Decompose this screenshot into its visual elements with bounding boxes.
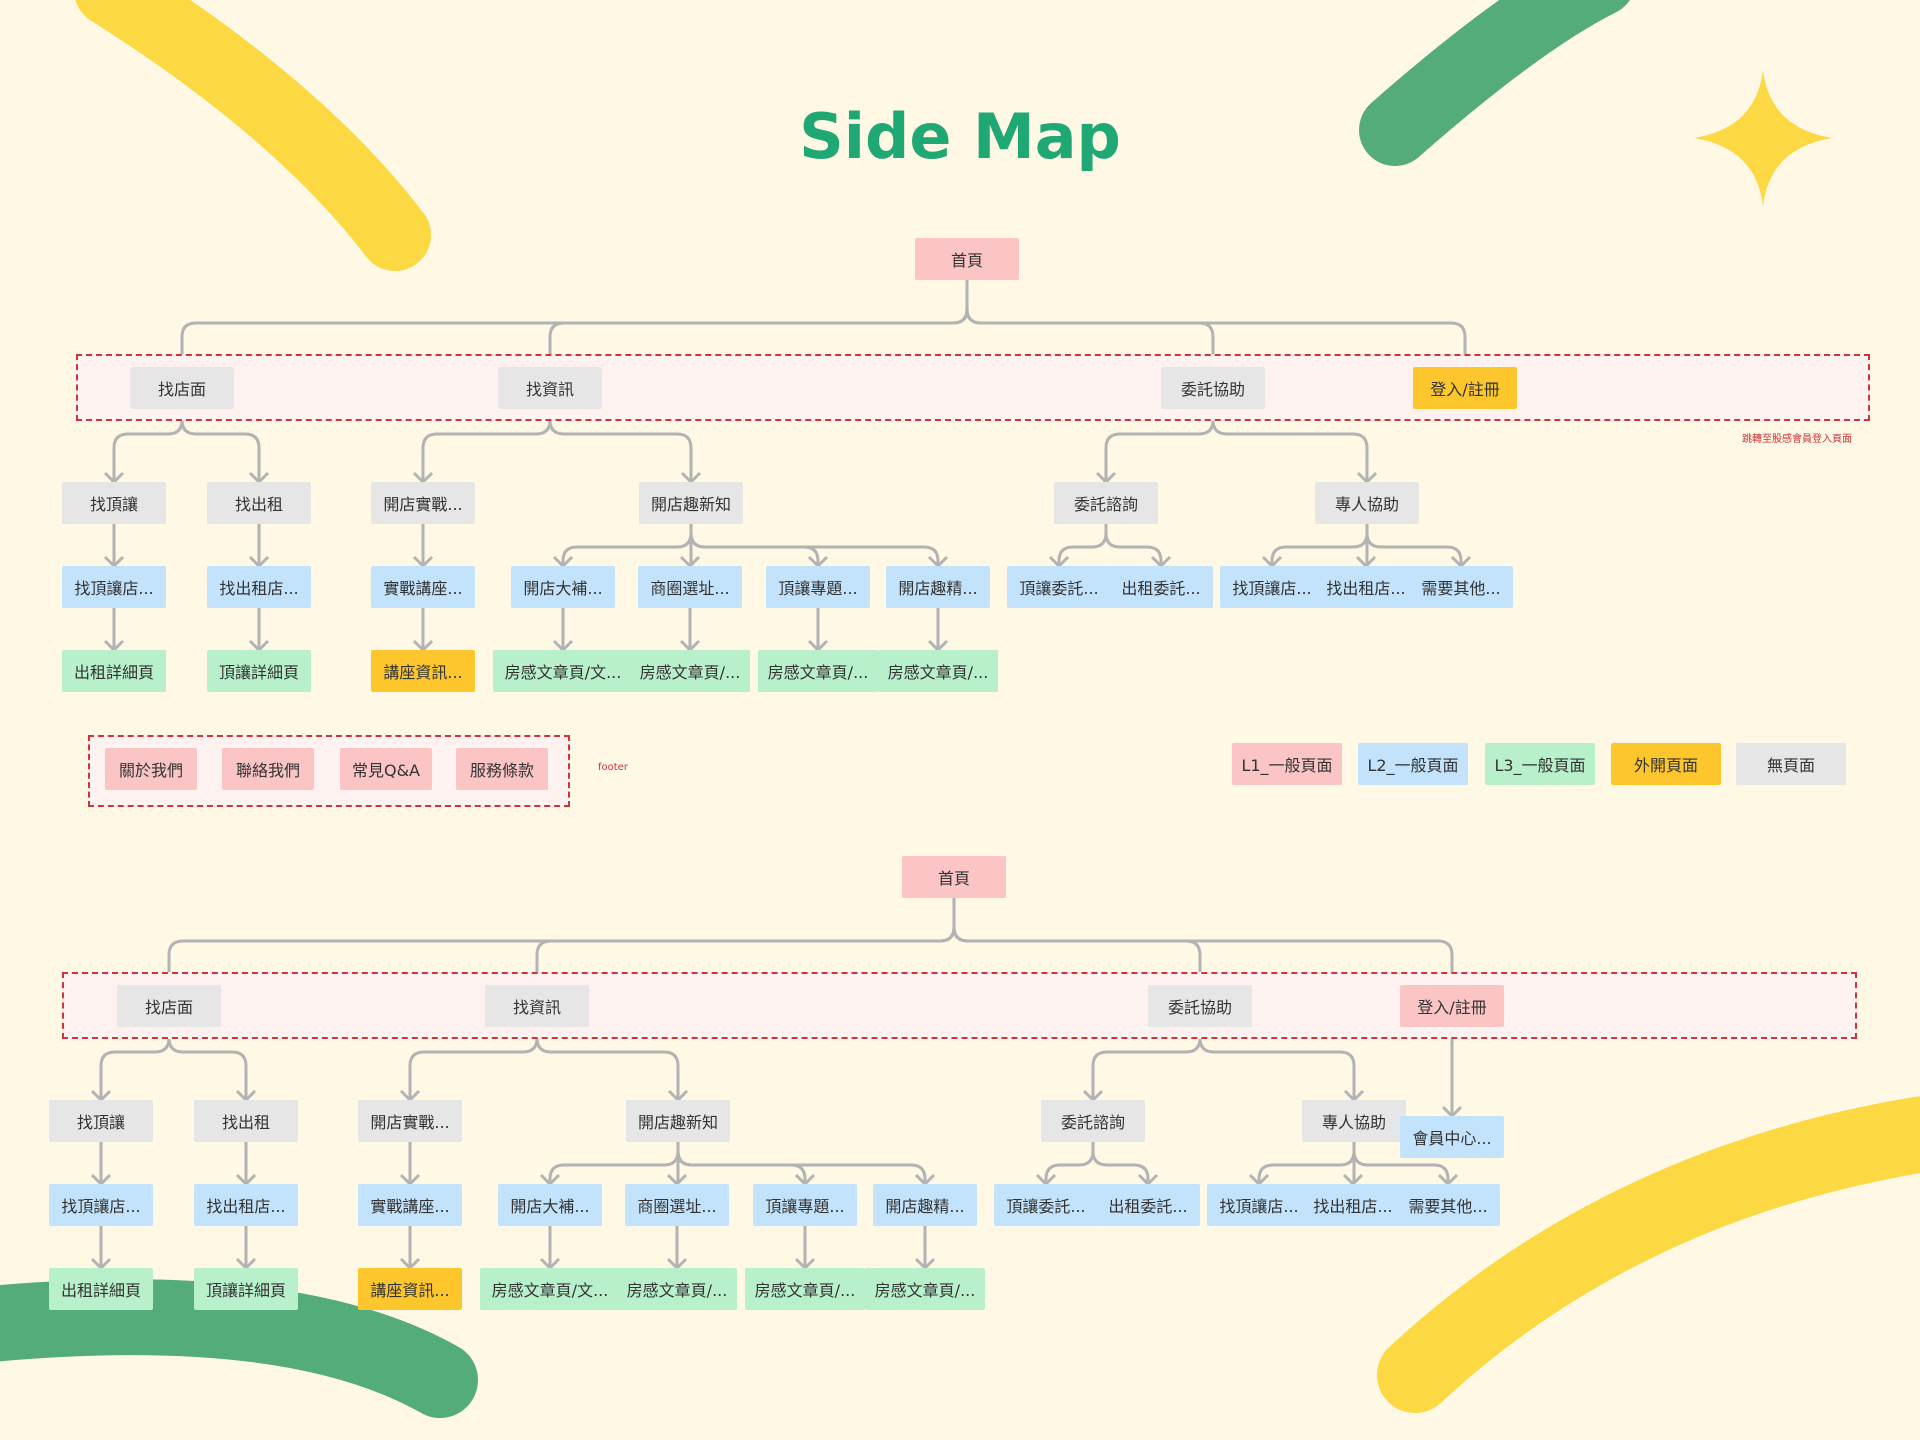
l2-page-node[interactable]: 開店趣精... <box>886 566 990 608</box>
section-node[interactable]: 開店實戰... <box>358 1100 462 1142</box>
nav-find-info[interactable]: 找資訊 <box>498 367 602 409</box>
l2-page-node[interactable]: 找頂讓店... <box>49 1184 153 1226</box>
l2-page-node[interactable]: 開店大補... <box>511 566 615 608</box>
home-node[interactable]: 首頁 <box>915 238 1019 280</box>
section-node[interactable]: 找頂讓 <box>62 482 166 524</box>
l2-page-node[interactable]: 出租委託... <box>1096 1184 1200 1226</box>
page-title: Side Map <box>0 100 1920 173</box>
footer-link-node[interactable]: 聯絡我們 <box>222 748 314 790</box>
l3-page-node[interactable]: 房感文章頁/... <box>617 1268 737 1310</box>
footer-note: footer <box>598 762 628 773</box>
l2-page-node[interactable]: 找出租店... <box>207 566 311 608</box>
nav-login[interactable]: 登入/註冊 <box>1413 367 1517 409</box>
nav-find-info[interactable]: 找資訊 <box>485 985 589 1027</box>
section-node[interactable]: 找頂讓 <box>49 1100 153 1142</box>
nav-find-store[interactable]: 找店面 <box>117 985 221 1027</box>
footer-link-node[interactable]: 關於我們 <box>105 748 197 790</box>
section-node[interactable]: 專人協助 <box>1302 1100 1406 1142</box>
home-node[interactable]: 首頁 <box>902 856 1006 898</box>
l2-page-node[interactable]: 找出租店... <box>194 1184 298 1226</box>
external-page-node[interactable]: 講座資訊... <box>358 1268 462 1310</box>
legend-swatch-ext: 外開頁面 <box>1611 743 1721 785</box>
login-redirect-note: 跳轉至股感會員登入頁面 <box>1742 430 1852 445</box>
nav-find-store[interactable]: 找店面 <box>130 367 234 409</box>
l2-page-node[interactable]: 找頂讓店... <box>62 566 166 608</box>
section-node[interactable]: 找出租 <box>207 482 311 524</box>
external-page-node[interactable]: 講座資訊... <box>371 650 475 692</box>
l2-page-node[interactable]: 頂讓專題... <box>753 1184 857 1226</box>
nav-entrust[interactable]: 委託協助 <box>1148 985 1252 1027</box>
footer-link-node[interactable]: 常見Q&A <box>340 748 432 790</box>
l3-page-node[interactable]: 房感文章頁/... <box>758 650 878 692</box>
l2-page-node[interactable]: 商圈選址... <box>638 566 742 608</box>
l3-page-node[interactable]: 房感文章頁/文... <box>493 650 633 692</box>
l2-page-node[interactable]: 商圈選址... <box>625 1184 729 1226</box>
nav-band-2 <box>62 972 1857 1039</box>
l2-page-node[interactable]: 找出租店... <box>1314 566 1418 608</box>
l2-page-node[interactable]: 找出租店... <box>1301 1184 1405 1226</box>
legend-swatch-l1: L1_一般頁面 <box>1232 743 1342 785</box>
green-arc-bottom-left <box>0 1317 440 1380</box>
section-node[interactable]: 委託諮詢 <box>1041 1100 1145 1142</box>
footer-link-node[interactable]: 服務條款 <box>456 748 548 790</box>
l2-page-node[interactable]: 需要其他... <box>1409 566 1513 608</box>
l2-page-node[interactable]: 找頂讓店... <box>1220 566 1324 608</box>
legend-swatch-l3: L3_一般頁面 <box>1485 743 1595 785</box>
nav-login[interactable]: 登入/註冊 <box>1400 985 1504 1027</box>
l2-page-node[interactable]: 出租委託... <box>1109 566 1213 608</box>
section-node[interactable]: 開店趣新知 <box>639 482 743 524</box>
l3-page-node[interactable]: 房感文章頁/... <box>745 1268 865 1310</box>
section-node[interactable]: 找出租 <box>194 1100 298 1142</box>
l3-page-node[interactable]: 房感文章頁/... <box>878 650 998 692</box>
l2-page-node[interactable]: 實戰講座... <box>371 566 475 608</box>
section-node[interactable]: 專人協助 <box>1315 482 1419 524</box>
l2-page-node[interactable]: 開店趣精... <box>873 1184 977 1226</box>
l3-page-node[interactable]: 頂讓詳細頁 <box>194 1268 298 1310</box>
l3-page-node[interactable]: 出租詳細頁 <box>62 650 166 692</box>
yellow-arc-bottom-right <box>1415 1130 1920 1375</box>
legend-swatch-none: 無頁面 <box>1736 743 1846 785</box>
l3-page-node[interactable]: 房感文章頁/... <box>630 650 750 692</box>
section-node[interactable]: 開店實戰... <box>371 482 475 524</box>
nav-band-1 <box>76 354 1870 421</box>
l2-page-node[interactable]: 開店大補... <box>498 1184 602 1226</box>
l2-page-node[interactable]: 實戰講座... <box>358 1184 462 1226</box>
l3-page-node[interactable]: 房感文章頁/文... <box>480 1268 620 1310</box>
nav-entrust[interactable]: 委託協助 <box>1161 367 1265 409</box>
l3-page-node[interactable]: 頂讓詳細頁 <box>207 650 311 692</box>
l2-page-node[interactable]: 找頂讓店... <box>1207 1184 1311 1226</box>
l2-page-node[interactable]: 頂讓委託... <box>994 1184 1098 1226</box>
l2-page-node[interactable]: 頂讓委託... <box>1007 566 1111 608</box>
l3-page-node[interactable]: 房感文章頁/... <box>865 1268 985 1310</box>
l2-page-node[interactable]: 需要其他... <box>1396 1184 1500 1226</box>
l2-page-node[interactable]: 頂讓專題... <box>766 566 870 608</box>
section-node[interactable]: 委託諮詢 <box>1054 482 1158 524</box>
l3-page-node[interactable]: 出租詳細頁 <box>49 1268 153 1310</box>
section-node[interactable]: 開店趣新知 <box>626 1100 730 1142</box>
member-center-node[interactable]: 會員中心... <box>1400 1116 1504 1158</box>
legend-swatch-l2: L2_一般頁面 <box>1358 743 1468 785</box>
